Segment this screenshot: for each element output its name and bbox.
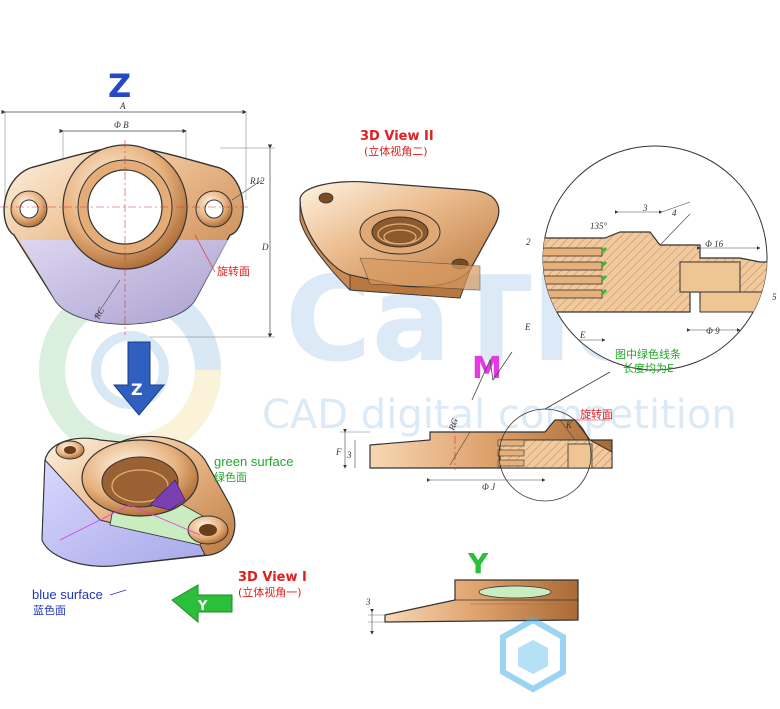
iso1-blue-surface: [41, 458, 206, 567]
view-direction-arrow-z: Z: [112, 341, 166, 416]
view-direction-arrow-y: Y: [171, 584, 233, 624]
iso-view-2: [299, 180, 500, 299]
y-arrow-letter: Y: [197, 599, 208, 614]
view1-title: 3D View I: [238, 570, 307, 585]
blue-surface-label: blue surface: [32, 587, 103, 602]
green-surface-label-zh: 绿色面: [214, 470, 247, 484]
view-label-m: M: [472, 351, 502, 386]
cube-logo-icon: [500, 616, 566, 693]
green-surface-label: green surface: [214, 454, 294, 469]
dim-detail-2: 2: [526, 237, 531, 247]
note-line-2: 长度均为E: [623, 361, 674, 375]
dim-e-vertical: E: [524, 322, 531, 332]
top-view-hole-left: [19, 199, 39, 219]
dim-detail-3: 3: [642, 203, 648, 213]
side-view-y: 3: [365, 579, 579, 635]
view2-title: 3D View II: [360, 129, 434, 144]
front-view-section: F 3 RG Φ J K 旋转面: [335, 351, 613, 502]
revolve-label-top: 旋转面: [217, 264, 250, 278]
dim-r12: R12: [249, 176, 265, 186]
note-line-1: 图中绿色线条: [615, 347, 681, 361]
dim-phi16: Φ 16: [705, 239, 724, 249]
top-view-drawing: A Φ B D R12 RC 旋转面: [0, 101, 275, 338]
dim-phi-b: Φ B: [114, 120, 129, 130]
view-label-z: Z: [108, 67, 131, 105]
dim-y-3: 3: [365, 597, 371, 607]
iso-view-1: [41, 435, 236, 567]
z-arrow-letter: Z: [131, 380, 143, 399]
revolve-label-detail: 旋转面: [580, 407, 613, 421]
dim-five: 5: [772, 292, 777, 302]
dim-k: K: [565, 420, 573, 430]
dim-rg: RG: [446, 416, 460, 432]
dim-angle: 135°: [590, 221, 608, 231]
top-view-hole-right: [204, 199, 224, 219]
dim-f: F: [335, 447, 342, 457]
view2-subtitle: (立体视角二): [364, 144, 428, 158]
dim-m-3: 3: [346, 450, 352, 460]
view-label-y: Y: [467, 547, 489, 580]
dim-phi9: Φ 9: [706, 326, 720, 336]
detail-view: 135° 3 4 2 Φ 16 E E Φ 9 5 图中绿色线条 长度均为E: [524, 145, 777, 375]
dim-d: D: [261, 242, 269, 252]
dim-a: A: [119, 101, 126, 111]
dim-detail-4: 4: [672, 208, 677, 218]
top-view-blue-region: [20, 240, 228, 324]
dim-phi-j: Φ J: [482, 482, 496, 492]
view1-subtitle: (立体视角一): [238, 585, 302, 599]
iso2-threaded-bore: [371, 216, 429, 248]
dim-e-horizontal: E: [579, 330, 586, 340]
watermark-tagline: CAD digital competition: [262, 392, 737, 438]
blue-surface-label-zh: 蓝色面: [33, 603, 66, 617]
